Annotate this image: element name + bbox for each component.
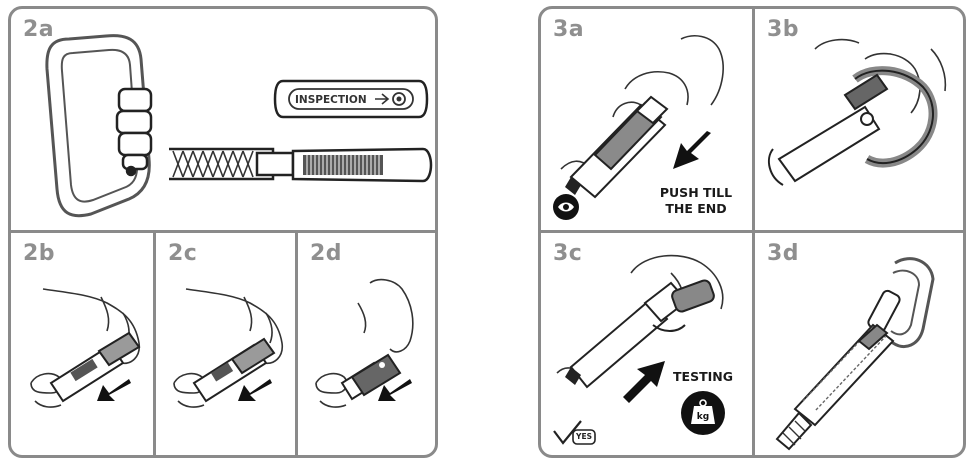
panel-2b: 2b (11, 233, 153, 455)
inspection-tag: INSPECTION (273, 79, 429, 119)
weight-icon-glyph (691, 399, 715, 424)
panel-3d: 3d (755, 233, 963, 455)
locking-sleeve (115, 87, 153, 177)
push-caption: PUSH TILL THE END (641, 185, 751, 217)
divider-vertical-2 (295, 230, 298, 455)
arrow-icon (238, 379, 272, 401)
weight-label: kg (696, 412, 710, 422)
rope-icon (169, 147, 433, 183)
load-testing-illustration (556, 254, 724, 403)
checkmark-icon: YES (551, 419, 597, 447)
hand-sliding-connector-illustration (173, 288, 284, 408)
panel-3a: 3a PUSH TILL THE END (541, 9, 752, 230)
step-label-3a: 3a (553, 17, 585, 42)
carabiner-icon (45, 34, 151, 218)
hand-pushing-sleeve-illustration (560, 35, 724, 199)
step-label-2b: 2b (23, 241, 56, 266)
testing-caption: TESTING (673, 369, 733, 384)
check-label: YES (576, 432, 592, 441)
checkmark-icon-glyph (553, 420, 596, 445)
carabiner-and-lanyard-illustration: INSPECTION (45, 34, 433, 218)
panel-2d: 2d (298, 233, 435, 455)
eye-icon (553, 194, 579, 220)
panel-3b: 3b (755, 9, 963, 230)
carabiner-clipping-illustration (767, 38, 947, 186)
inspection-tag-text: INSPECTION (295, 94, 367, 106)
step-label-2c: 2c (168, 241, 198, 266)
push-caption-line2: THE END (665, 201, 727, 216)
right-instruction-board: 3a PUSH TILL THE END 3b (538, 6, 966, 458)
panel-2a: 2a (11, 9, 435, 230)
step-label-3b: 3b (767, 17, 800, 42)
panel-3c: 3c TESTING kg (541, 233, 752, 455)
divider-horizontal (541, 230, 963, 233)
step-label-3d: 3d (767, 241, 800, 266)
panel-2c: 2c (156, 233, 295, 455)
left-instruction-board: 2a (8, 6, 438, 458)
step-label-2d: 2d (310, 241, 343, 266)
arrow-icon (97, 379, 131, 401)
divider-horizontal (11, 230, 435, 233)
hand-pushing-connector-illustration (30, 288, 141, 408)
eye-icon-glyph (558, 202, 574, 212)
finished-lanyard-illustration (775, 257, 935, 451)
arrow-icon (623, 361, 665, 403)
arrow-icon (375, 93, 390, 105)
connector-fully-covered-illustration (315, 278, 414, 408)
arrow-icon (378, 379, 412, 401)
weight-icon: kg (681, 391, 725, 435)
step-label-3c: 3c (553, 241, 583, 266)
push-caption-line1: PUSH TILL (659, 185, 733, 200)
step-label-2a: 2a (23, 17, 55, 42)
divider-vertical-1 (153, 230, 156, 455)
arrow-icon (673, 131, 711, 169)
